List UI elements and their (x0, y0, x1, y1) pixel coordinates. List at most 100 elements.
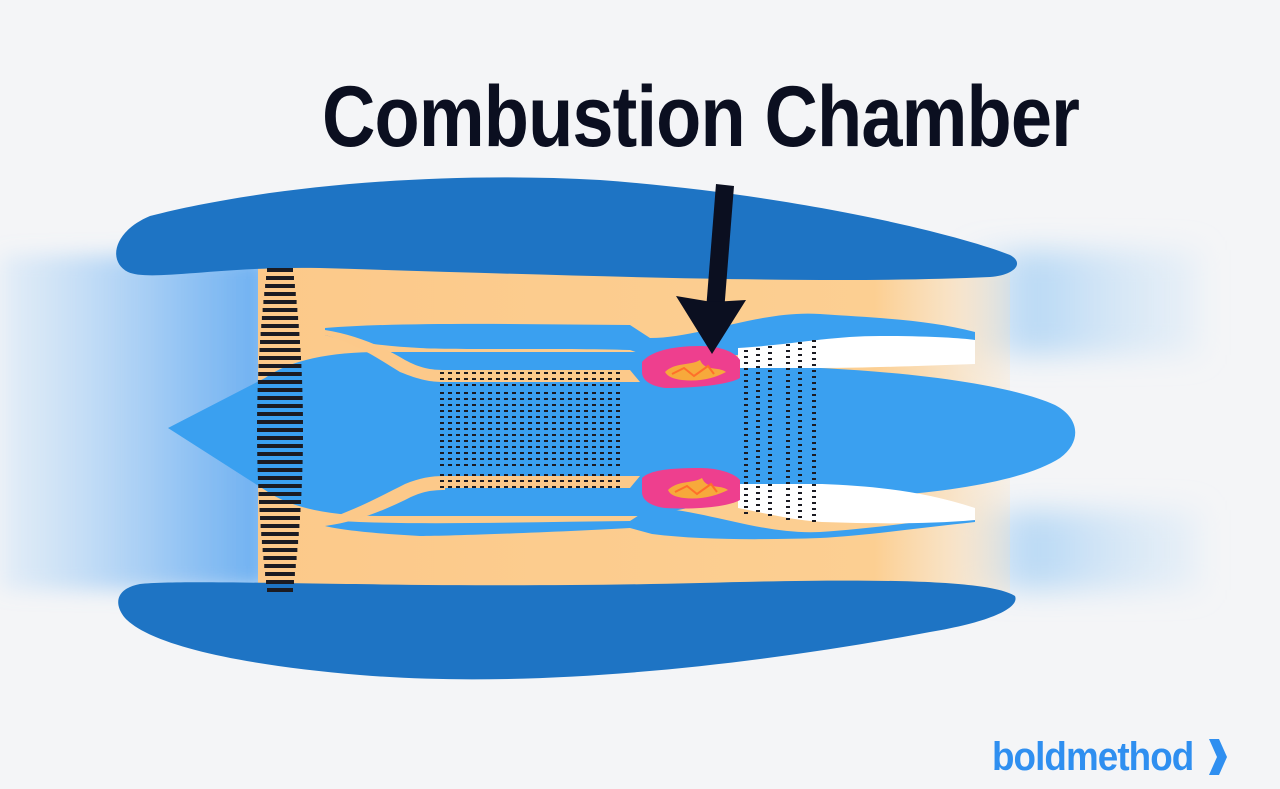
compressor-blade (584, 458, 588, 460)
compressor-blade (608, 434, 612, 436)
fan-blade (259, 500, 301, 504)
fan-blade (264, 292, 296, 296)
turbine-blade (768, 388, 772, 390)
compressor-blade (592, 378, 596, 380)
compressor-blade (464, 404, 468, 406)
compressor-blade (560, 422, 564, 424)
compressor-blade (448, 474, 452, 476)
compressor-blade (472, 392, 476, 394)
compressor-blade (544, 384, 548, 386)
turbine-blade (812, 514, 816, 516)
compressor-blade (616, 464, 620, 466)
compressor-blade (504, 458, 508, 460)
turbine-blade (812, 502, 816, 504)
turbine-blade (786, 506, 790, 508)
compressor-blade (464, 428, 468, 430)
turbine-blade (798, 438, 802, 440)
turbine-blade (798, 474, 802, 476)
compressor-blade (584, 428, 588, 430)
turbine-blade (756, 360, 760, 362)
compressor-blade (576, 464, 580, 466)
turbine-blade (744, 368, 748, 370)
turbine-blade (812, 496, 816, 498)
compressor-blade (456, 422, 460, 424)
fan-blade (257, 404, 303, 408)
turbine-blade (798, 372, 802, 374)
compressor-blade (448, 422, 452, 424)
compressor-blade (440, 416, 444, 418)
compressor-blade (512, 464, 516, 466)
compressor-blade (488, 416, 492, 418)
turbine-blade (786, 404, 790, 406)
turbine-blade (786, 416, 790, 418)
compressor-blade (488, 398, 492, 400)
fan-blade (257, 420, 303, 424)
compressor-blade (552, 404, 556, 406)
compressor-blade (512, 422, 516, 424)
compressor-blade (544, 458, 548, 460)
flame-icon (665, 360, 728, 499)
compressor-blade (464, 398, 468, 400)
turbine-blade (756, 438, 760, 440)
brand-logo-text: boldmethod (992, 735, 1194, 779)
turbine-blade (744, 452, 748, 454)
fan-blade (260, 332, 300, 336)
turbine-blade (768, 484, 772, 486)
compressor-blade (552, 474, 556, 476)
compressor-blade (592, 416, 596, 418)
compressor-blade (544, 378, 548, 380)
compressor-blade (616, 384, 620, 386)
compressor-blade (440, 446, 444, 448)
turbine-blade (812, 364, 816, 366)
compressor-blade (544, 392, 548, 394)
turbine-blade (786, 518, 790, 520)
turbine-section-top (738, 336, 975, 368)
turbine-blade (786, 350, 790, 352)
compressor-blade (512, 384, 516, 386)
compressor-blade (560, 458, 564, 460)
compressor-blade (536, 446, 540, 448)
fan-blade (258, 484, 302, 488)
compressor-blade (504, 434, 508, 436)
compressor-blade (600, 474, 604, 476)
compressor-blade (608, 410, 612, 412)
compressor-blade (448, 410, 452, 412)
compressor-blade (448, 404, 452, 406)
compressor-blade (576, 428, 580, 430)
fan-blade (266, 580, 294, 584)
compressor-blade (576, 440, 580, 442)
compressor-blade (576, 384, 580, 386)
compressor-blade (480, 486, 484, 488)
turbine-section-bottom (738, 484, 975, 524)
turbine-blade (744, 392, 748, 394)
compressor-blade (512, 392, 516, 394)
compressor-blade (600, 434, 604, 436)
compressor-blade (544, 416, 548, 418)
compressor-blade (536, 410, 540, 412)
compressor-blade (464, 378, 468, 380)
compressor-blade (504, 422, 508, 424)
compressor-blade (512, 480, 516, 482)
compressor-blade (480, 458, 484, 460)
turbine-blade (756, 366, 760, 368)
compressor-blade (576, 474, 580, 476)
compressor-blade (472, 416, 476, 418)
turbine-blade (812, 406, 816, 408)
chevron-right-icon (1208, 739, 1227, 775)
compressor-blade (552, 378, 556, 380)
compressor-blade (448, 378, 452, 380)
compressor-blade (584, 480, 588, 482)
turbine-blade (756, 372, 760, 374)
compressor-blade (608, 422, 612, 424)
compressor-blade (504, 404, 508, 406)
turbine-blade (756, 408, 760, 410)
turbine-blade (786, 452, 790, 454)
compressor-blade (488, 452, 492, 454)
compressor-blade (440, 440, 444, 442)
turbine-blade (812, 448, 816, 450)
compressor-blade (592, 480, 596, 482)
turbine-blade (768, 508, 772, 510)
compressor-blade (600, 384, 604, 386)
brand-logo: boldmethod (992, 732, 1229, 782)
compressor-blade (600, 446, 604, 448)
